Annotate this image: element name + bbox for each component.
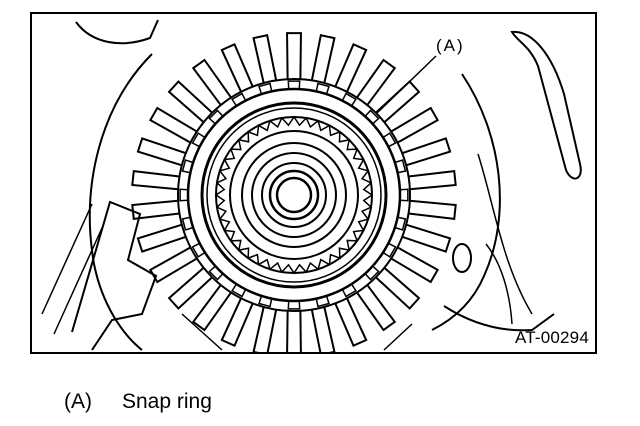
- snap-ring-inner-edge: [206, 107, 382, 283]
- clutch-plate-tooth: [131, 199, 180, 220]
- drum-spline: [341, 283, 357, 298]
- drum-spline: [208, 265, 224, 281]
- clutch-plate-tooth: [310, 34, 336, 84]
- clutch-plate-tooth: [286, 310, 302, 352]
- clutch-plate-tooth: [356, 58, 397, 106]
- housing-contour-right: [431, 73, 501, 331]
- clutch-plate-tooth: [334, 297, 368, 348]
- clutch-plate-tooth: [408, 170, 457, 191]
- clutch-plate-tooth: [191, 58, 232, 106]
- shaft-collar: [261, 162, 327, 228]
- clutch-plate-tooth: [167, 80, 213, 123]
- clutch-plate-tooth: [390, 106, 440, 144]
- shaft-bore-outer: [268, 169, 320, 221]
- drum-spline: [382, 242, 397, 258]
- clutch-plate-tooth: [252, 306, 278, 352]
- housing-bottom-edge: [181, 313, 413, 351]
- legend: (A) Snap ring: [64, 390, 212, 414]
- clutch-plate-outer-ring: [177, 78, 411, 312]
- drum-spline: [399, 188, 409, 202]
- drum-spline: [258, 82, 273, 95]
- clutch-plate-tooth: [375, 80, 421, 123]
- clutch-plate-tooth: [401, 137, 452, 167]
- drum-spline: [364, 109, 380, 125]
- hub-gear-tooth-ring: [214, 115, 373, 275]
- clutch-plate-tooth: [148, 106, 198, 144]
- clutch-plate-tooth: [148, 246, 198, 284]
- clutch-plate-tooth: [356, 284, 397, 332]
- clutch-plate-tooth: [390, 246, 440, 284]
- hub-gear-teeth: [214, 115, 373, 275]
- legend-label: Snap ring: [122, 390, 212, 413]
- housing-rib-left: [41, 203, 103, 335]
- housing-bottom-right: [443, 305, 555, 332]
- figure-code: AT-00294: [514, 328, 589, 347]
- drum-spline: [231, 92, 247, 107]
- clutch-plate-tooth: [252, 34, 278, 84]
- drum-spline: [179, 188, 189, 202]
- clutch-plate-tooth: [401, 223, 452, 253]
- drum-spline: [191, 132, 206, 148]
- snap-ring: [200, 101, 388, 289]
- clutch-plate-tooth: [286, 32, 302, 80]
- drum-splines: [179, 80, 409, 310]
- housing-contour-left: [88, 53, 153, 351]
- callout-leader-line: [375, 55, 437, 115]
- clutch-plate-tooth: [191, 284, 232, 332]
- shaft-flange-outer: [241, 142, 347, 248]
- clutch-plate-tooth: [408, 199, 457, 220]
- clutch-plate-tooth: [136, 223, 187, 253]
- drum-spline: [287, 80, 301, 90]
- clutch-plate-tooth: [136, 137, 187, 167]
- drum-spline: [315, 82, 330, 95]
- drum-spline: [181, 216, 194, 231]
- drum-spline: [364, 265, 380, 281]
- drum-spline: [394, 216, 407, 231]
- figure-frame: (A) AT-00294: [30, 12, 597, 354]
- clutch-plate-tooth: [334, 42, 368, 93]
- drum-spline: [382, 132, 397, 148]
- drum-spline: [181, 159, 194, 174]
- drum-spline: [208, 109, 224, 125]
- legend-item: (A) Snap ring: [64, 390, 212, 414]
- callout-label-a: (A): [436, 36, 465, 55]
- clutch-plate-tooth: [220, 297, 254, 348]
- clutch-plate-tooth: [375, 267, 421, 310]
- shaft-flange-inner: [251, 152, 337, 238]
- clutch-plate-tooth: [131, 170, 180, 191]
- clutch-drum-illustration: [41, 19, 582, 352]
- clutch-plate-tooth: [220, 42, 254, 93]
- drum-spline: [394, 159, 407, 174]
- drum-spline: [231, 283, 247, 298]
- hub-inner-edge: [229, 130, 359, 260]
- shaft-bore: [275, 176, 313, 214]
- drum-spline: [191, 242, 206, 258]
- housing-contour-top-left: [75, 19, 159, 45]
- clutch-plate-tooth: [310, 306, 336, 352]
- housing-hole-right: [452, 243, 472, 273]
- legend-key: (A): [64, 390, 92, 413]
- drum-spline: [341, 92, 357, 107]
- housing-wall-right: [477, 153, 533, 325]
- clutch-drum-ring: [186, 87, 402, 303]
- drum-spline: [287, 300, 301, 310]
- drum-spline: [315, 295, 330, 308]
- housing-slot-right: [510, 30, 582, 180]
- housing-wall-left: [71, 200, 158, 351]
- drum-spline: [258, 295, 273, 308]
- clutch-plate-tooth: [167, 267, 213, 310]
